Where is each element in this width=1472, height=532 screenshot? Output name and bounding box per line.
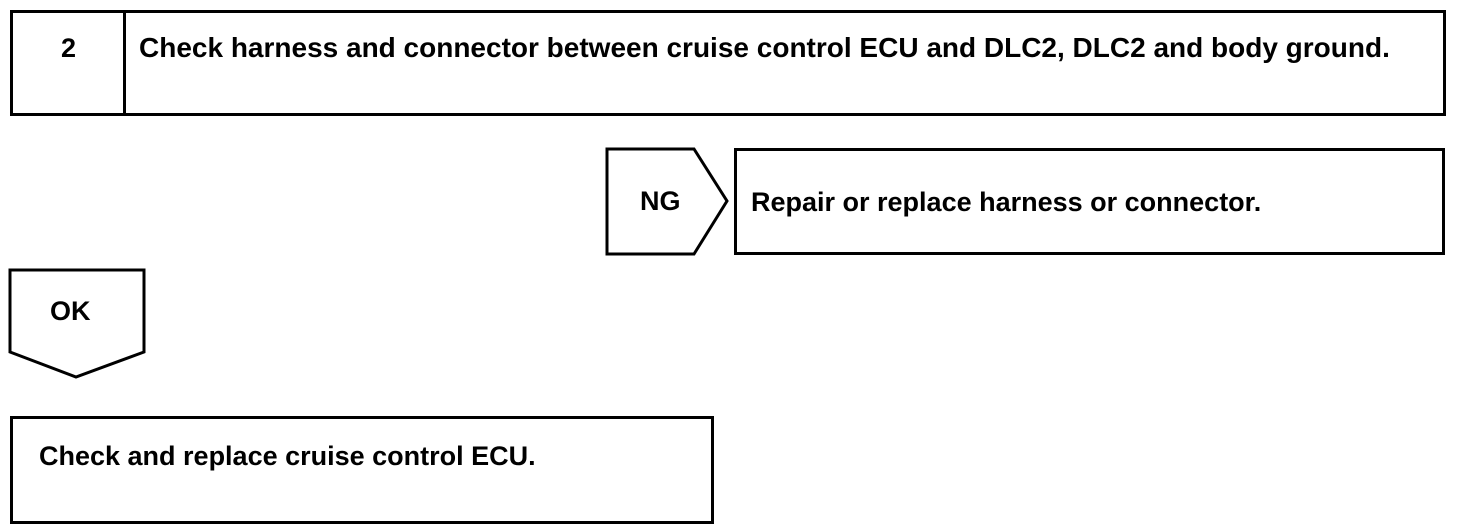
- ok-label: OK: [50, 296, 91, 326]
- ng-label: NG: [640, 186, 681, 216]
- final-action-box: Check and replace cruise control ECU.: [10, 416, 714, 524]
- final-action-text: Check and replace cruise control ECU.: [39, 441, 536, 471]
- ng-action-text: Repair or replace harness or connector.: [751, 187, 1262, 217]
- step-divider: [123, 13, 126, 113]
- step-box: 2 Check harness and connector between cr…: [10, 10, 1446, 116]
- ng-action-box: Repair or replace harness or connector.: [734, 148, 1445, 255]
- step-title: Check harness and connector between crui…: [139, 32, 1390, 63]
- step-number: 2: [61, 33, 77, 63]
